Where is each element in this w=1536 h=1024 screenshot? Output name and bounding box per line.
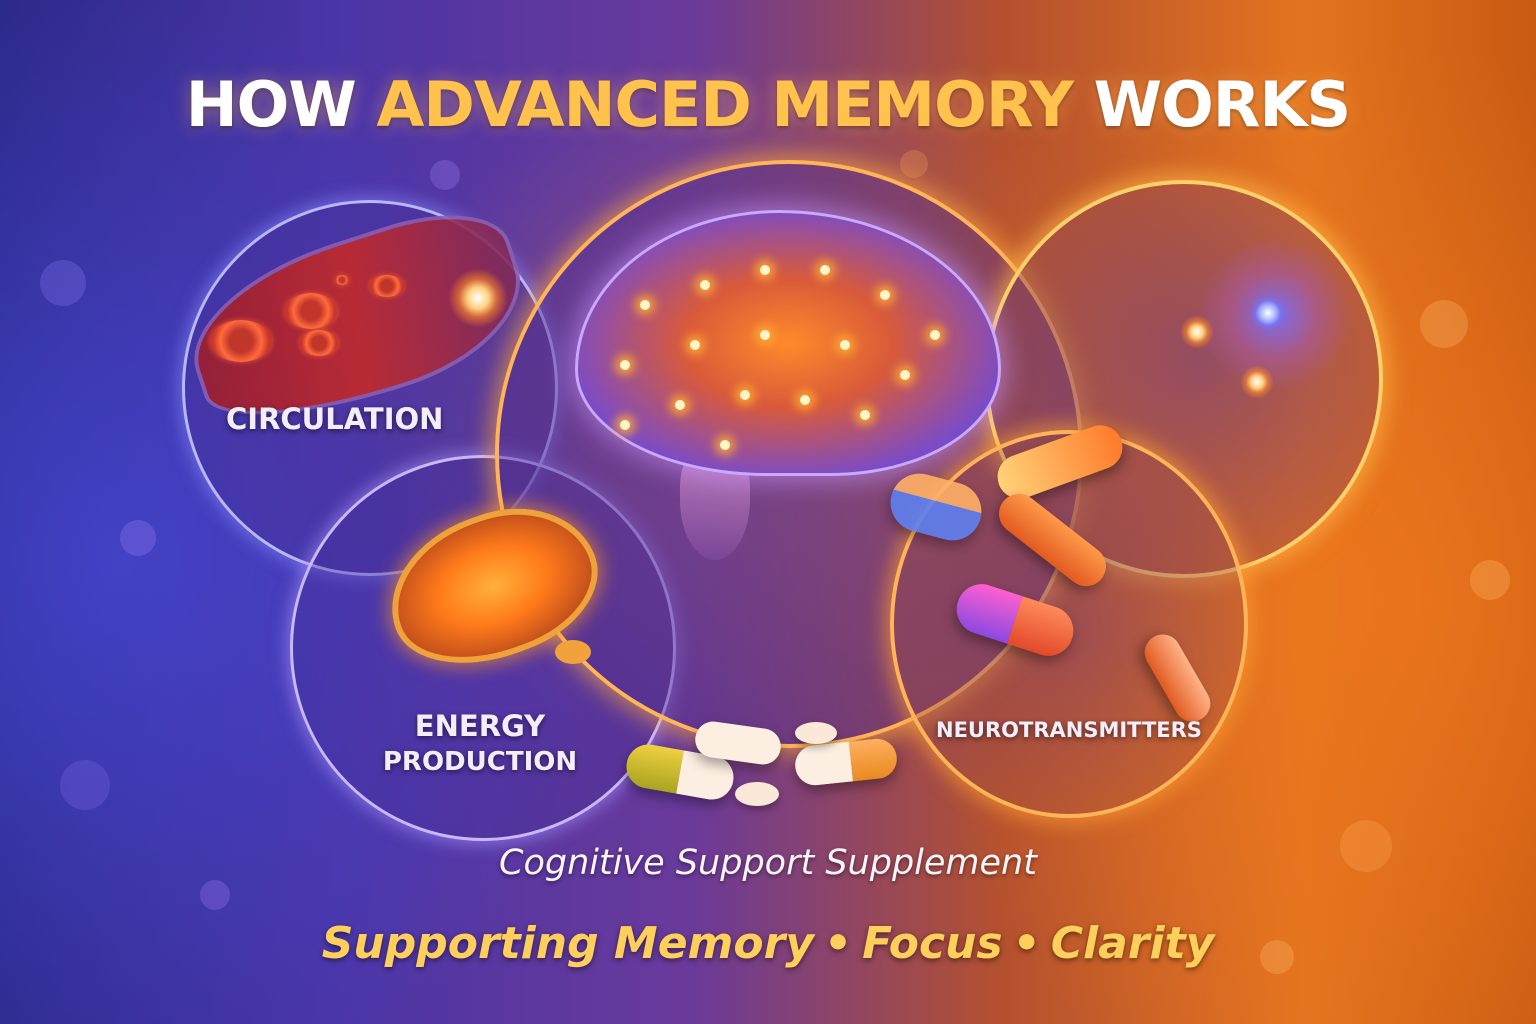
tagline-memory: Supporting Memory: [321, 918, 814, 969]
tagline-separator: •: [824, 918, 853, 969]
neurotransmitters-label: NEUROTRANSMITTERS: [936, 718, 1202, 742]
subtitle: Cognitive Support Supplement: [499, 843, 1037, 883]
tagline-clarity: Clarity: [1050, 918, 1215, 969]
energy-production-label: ENERGY PRODUCTION: [380, 708, 580, 780]
title-suffix: WORKS: [1073, 68, 1352, 141]
energy-label-line1: ENERGY: [414, 709, 546, 743]
tagline-separator: •: [1012, 918, 1041, 969]
tagline-focus: Focus: [862, 918, 1003, 969]
circulation-label: CIRCULATION: [226, 402, 444, 436]
tagline: Supporting Memory•Focus•Clarity: [0, 918, 1536, 969]
page-title: HOW ADVANCED MEMORY WORKS: [0, 68, 1536, 141]
title-accent: ADVANCED MEMORY: [376, 68, 1074, 141]
title-prefix: HOW: [185, 68, 377, 141]
energy-label-line2: PRODUCTION: [382, 747, 578, 777]
